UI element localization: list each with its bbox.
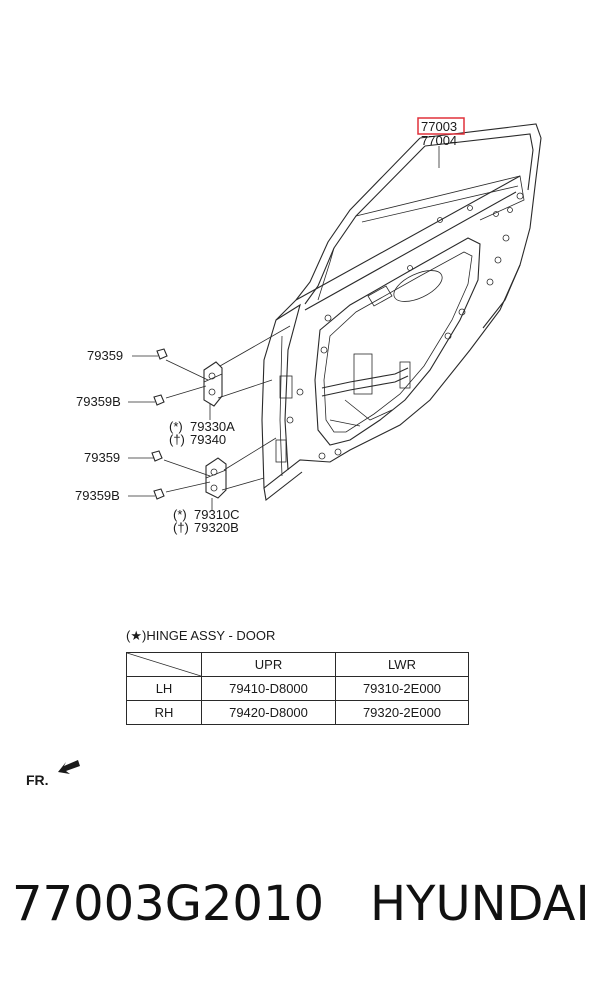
upr-part-cell: 79420-D8000 [201,700,336,725]
selected-part-highlight [417,117,465,135]
label-79330a: 79330A [190,419,235,434]
rear-door-panel [261,123,542,502]
lwr-part-cell: 79310-2E000 [335,676,469,701]
front-direction-label: FR. [26,772,49,788]
mark-79320b: (†) [173,520,189,535]
lwr-part-cell: 79320-2E000 [335,700,469,725]
label-79359-lower: 79359 [84,450,120,465]
label-79340: 79340 [190,432,226,447]
mark-79310c: (*) [173,507,187,522]
upr-part-cell: 79410-D8000 [201,676,336,701]
hinge-assy-table: UPR LWR LH 79410-D8000 79310-2E000 RH 79… [126,652,469,725]
col-header-upr: UPR [201,652,336,677]
mark-79330a: (*) [169,419,183,434]
label-79359b-lower: 79359B [75,488,120,503]
label-79359-upper: 79359 [87,348,123,363]
lower-hinge [205,457,227,499]
bolt-icon [151,348,168,500]
upper-hinge [203,361,223,407]
footer-brand: HYUNDAI [370,876,590,932]
row-side-cell: RH [126,700,202,725]
label-79359b-upper: 79359B [76,394,121,409]
label-79310c: 79310C [194,507,240,522]
leader-lines [128,146,440,510]
front-arrow-icon [58,760,80,774]
label-77003: 77003 [421,119,457,134]
diagonal-divider [127,653,201,676]
row-side-cell: LH [126,676,202,701]
footer-caption: 77003G2010 HYUNDAI [12,876,592,932]
table-row: RH 79420-D8000 79320-2E000 [126,700,469,725]
mark-79340: (†) [169,432,185,447]
col-header-lwr: LWR [335,652,469,677]
footer-part-number: 77003G2010 [12,876,325,932]
table-corner-cell [126,652,202,677]
table-header-row: UPR LWR [126,652,469,677]
label-77004: 77004 [421,133,457,148]
table-row: LH 79410-D8000 79310-2E000 [126,676,469,701]
label-79320b: 79320B [194,520,239,535]
hinge-table-title: (★)HINGE ASSY - DOOR [126,628,276,643]
